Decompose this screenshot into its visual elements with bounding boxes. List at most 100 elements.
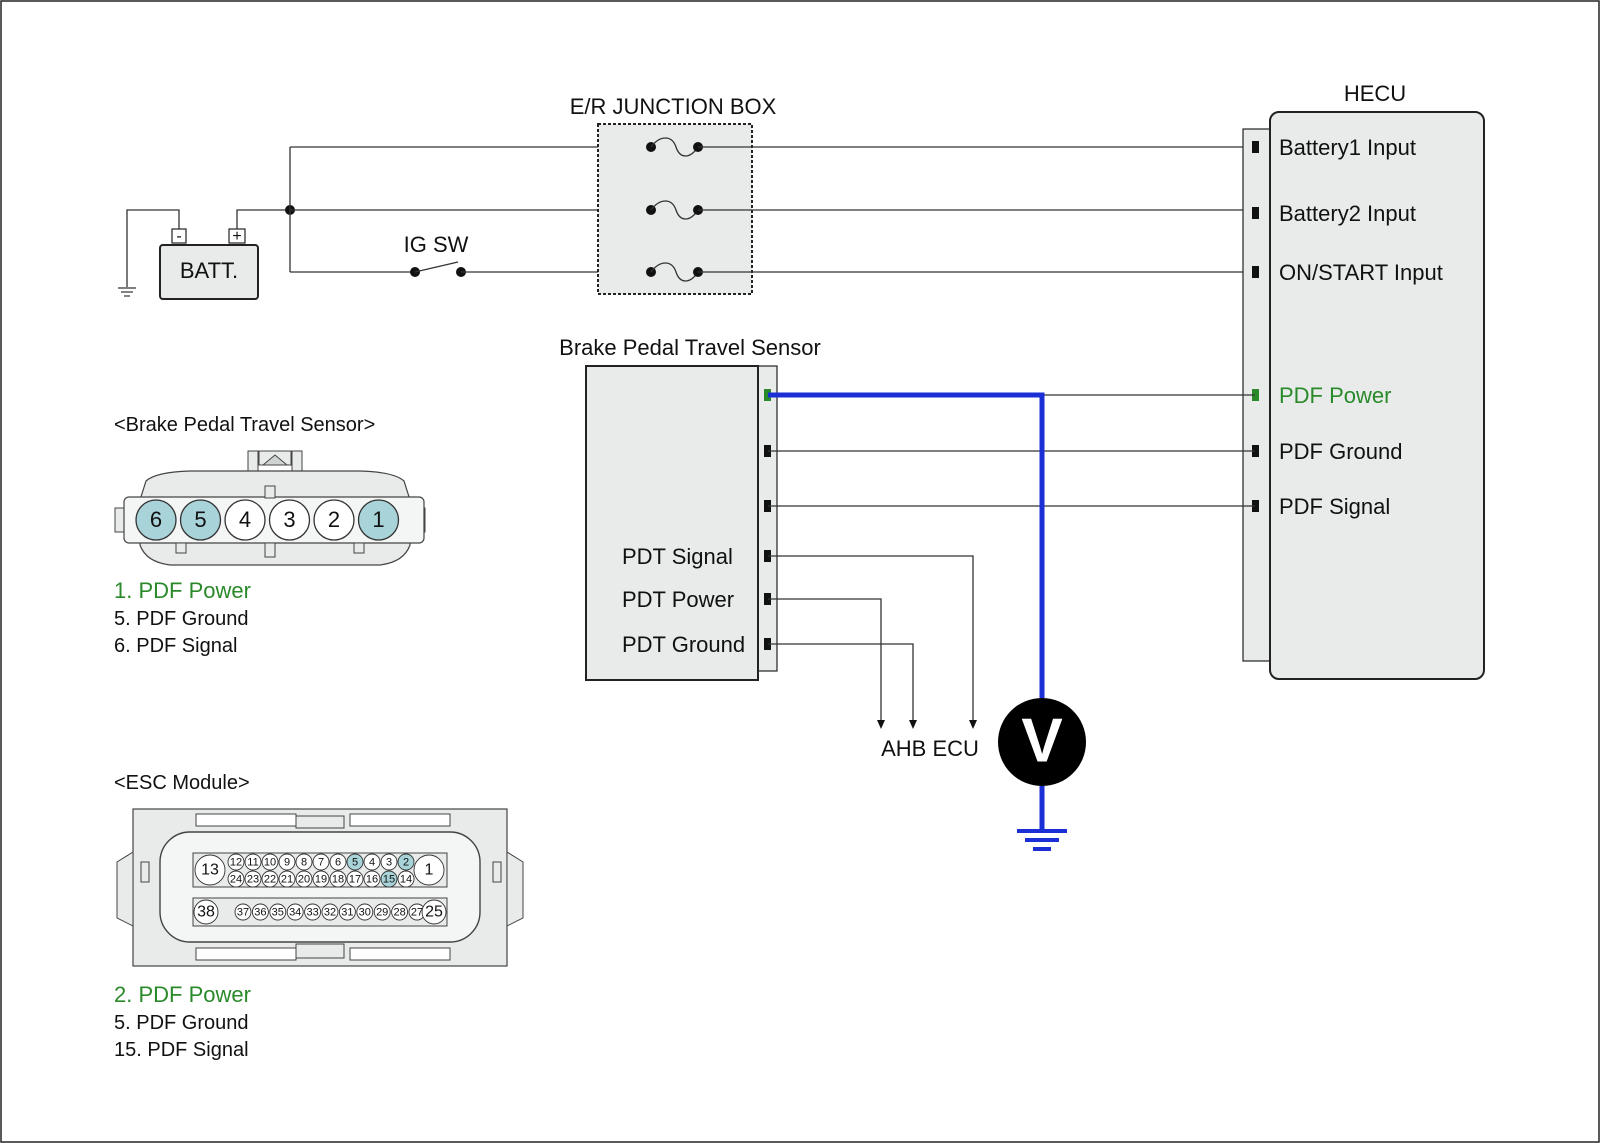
battery: BATT. - + <box>159 228 259 300</box>
esc-connector-pin <box>194 854 226 886</box>
esc-connector-pin <box>312 870 330 888</box>
esc-connector-pin <box>391 903 409 921</box>
esc-connector-pin-number: 19 <box>315 873 327 885</box>
bpts-module <box>585 365 759 681</box>
bpts-title: Brake Pedal Travel Sensor <box>559 335 821 360</box>
battery-label: BATT. <box>180 258 238 283</box>
esc-connector-pin <box>244 853 262 871</box>
esc-connector-pin <box>304 903 322 921</box>
hecu-pin-terminal <box>1252 207 1259 219</box>
bpts-connector-pin-number: 2 <box>328 507 340 532</box>
esc-connector-pin-number: 13 <box>201 862 219 879</box>
esc-connector-pin <box>397 853 415 871</box>
bpts-connector-pin <box>357 499 400 541</box>
esc-connector-pin-number: 29 <box>376 906 388 918</box>
bpts-pin-terminal <box>764 445 771 457</box>
esc-connector-title: <ESC Module> <box>114 772 250 794</box>
battery-plus-label: + <box>232 228 241 245</box>
esc-connector-pin <box>363 853 381 871</box>
esc-connector-pin-number: 25 <box>425 904 443 921</box>
esc-connector-pin <box>329 853 347 871</box>
bpts-pin-terminal <box>764 593 771 605</box>
esc-connector-pin-number: 3 <box>386 856 392 868</box>
esc-connector-pin <box>321 903 339 921</box>
esc-connector-pin <box>193 899 219 925</box>
esc-connector-pin <box>346 853 364 871</box>
bpts-connector-pin <box>135 499 177 541</box>
battery-positive-wire <box>236 209 290 229</box>
esc-connector-pin-number: 1 <box>425 862 434 879</box>
esc-connector-pin <box>295 870 313 888</box>
hecu-pin-label: PDF Power <box>1279 383 1391 408</box>
esc-connector-pin-number: 20 <box>298 873 310 885</box>
hecu-pin-label: PDF Ground <box>1279 439 1403 464</box>
voltmeter-icon: V <box>998 698 1086 786</box>
esc-connector-pin <box>278 870 296 888</box>
bpts-connector-pin <box>179 499 222 541</box>
esc-connector-pin-number: 15 <box>383 873 395 885</box>
esc-connector-pin-number: 32 <box>324 906 336 918</box>
esc-connector-pin <box>413 854 445 886</box>
esc-connector-pin-number: 8 <box>301 856 307 868</box>
bpts-pin-terminal <box>764 389 771 401</box>
esc-connector-pin <box>346 870 364 888</box>
hecu-pin-label: Battery2 Input <box>1279 201 1416 226</box>
esc-legend-item: 5. PDF Ground <box>114 1012 249 1034</box>
esc-connector-pin-number: 9 <box>284 856 290 868</box>
bpts-connector-pin-number: 4 <box>239 507 251 532</box>
bpts-connector-pin-number: 5 <box>194 507 206 532</box>
ig-switch <box>290 261 466 277</box>
bpts-connector-pin-number: 1 <box>372 507 384 532</box>
esc-connector-pin <box>261 853 279 871</box>
esc-connector-pin-number: 30 <box>359 906 371 918</box>
esc-connector-pin-number: 37 <box>237 906 249 918</box>
esc-connector-pin <box>380 853 398 871</box>
esc-connector-pin <box>251 903 269 921</box>
battery-ground-icon <box>118 209 180 297</box>
esc-connector-pin <box>278 853 296 871</box>
esc-connector-pin <box>397 870 415 888</box>
esc-connector-pin-number: 24 <box>230 873 242 885</box>
hecu-pin-label: Battery1 Input <box>1279 135 1416 160</box>
ahb-ecu-wires <box>768 555 977 729</box>
esc-connector-pin-number: 10 <box>264 856 276 868</box>
bpts-connector-pin <box>268 499 311 541</box>
esc-connector-pin-number: 12 <box>230 856 242 868</box>
esc-connector-pin-number: 21 <box>281 873 293 885</box>
esc-connector-pin <box>261 870 279 888</box>
esc-legend-item: 2. PDF Power <box>114 982 251 1007</box>
esc-connector-pin <box>234 903 252 921</box>
esc-connector-pin-number: 31 <box>341 906 353 918</box>
hecu-pin-label: ON/START Input <box>1279 260 1443 285</box>
esc-connector-pin-number: 22 <box>264 873 276 885</box>
esc-connector-pin <box>373 903 391 921</box>
esc-connector-pin <box>227 853 245 871</box>
esc-connector-pin <box>356 903 374 921</box>
bpts-pin-label: PDT Power <box>622 587 734 612</box>
junction-box-title: E/R JUNCTION BOX <box>570 94 777 119</box>
esc-connector-pin-number: 23 <box>247 873 259 885</box>
esc-connector-pin-number: 7 <box>318 856 324 868</box>
hecu-pin-terminal <box>1252 141 1259 153</box>
esc-legend-item: 15. PDF Signal <box>114 1039 249 1061</box>
ground-icon <box>1017 829 1067 851</box>
esc-connector-pin <box>380 870 398 888</box>
bpts-legend-item: 6. PDF Signal <box>114 635 237 657</box>
hecu-pin-terminal <box>1252 389 1259 401</box>
hecu-pin-label: PDF Signal <box>1279 494 1390 519</box>
esc-connector-pin-number: 2 <box>403 856 409 868</box>
esc-connector-pin <box>244 870 262 888</box>
bpts-pin-label: PDT Signal <box>622 544 733 569</box>
esc-connector-pin <box>363 870 381 888</box>
hecu-pin-terminal <box>1252 445 1259 457</box>
esc-connector-pin <box>269 903 287 921</box>
esc-connector-pin-number: 5 <box>352 856 358 868</box>
esc-connector-pin-number: 17 <box>349 873 361 885</box>
esc-connector-pin-number: 16 <box>366 873 378 885</box>
esc-connector-pin-number: 4 <box>369 856 375 868</box>
voltmeter-label: V <box>1021 706 1062 775</box>
hecu-pin-terminal <box>1252 500 1259 512</box>
hecu-pin-terminal <box>1252 266 1259 278</box>
